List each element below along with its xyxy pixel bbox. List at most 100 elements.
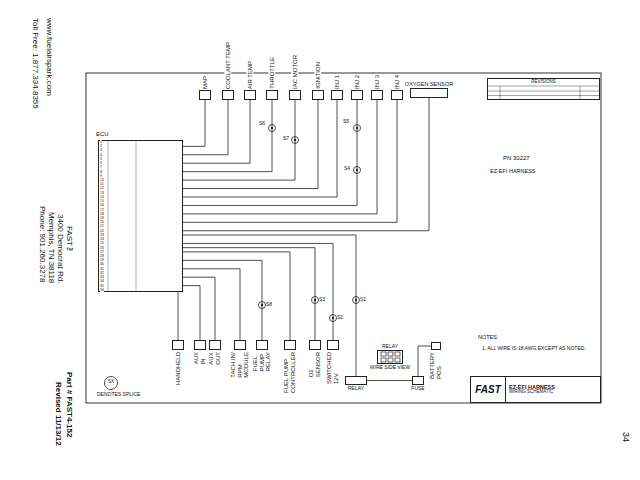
connector-box: HANDHELD [172,340,184,350]
title-block: FASTEZ-EFI HARNESSWIRING SCHEMATIC [470,376,601,403]
connector-label: COOLANT TEMP [225,42,232,89]
splice-label: S1 [360,297,366,303]
fuse-holder: FUSE [412,376,424,385]
connector-label: INJ 2 [354,75,361,89]
wire [183,269,240,340]
page-footer-text: Revised 11/13/12 [53,382,62,446]
connector-box: COOLANT TEMP [222,90,234,100]
connector-box: AUX IN [194,340,206,350]
page-footer-text: 3400 Democrat Rd. [55,214,64,283]
connector-label: INJ 3 [374,75,381,89]
page-footer-text: Memphis, TN 38118 [46,212,55,283]
connector-box: INJ 2 [351,90,363,100]
connector-label: MAP [202,76,209,89]
note-text: 1. ALL WIRE IS 18 AWG EXCEPT AS NOTED. [482,346,586,352]
wire [183,100,337,197]
connector-label: AIR TEMP [247,61,254,89]
part-number: EZ-EFI HARNESS [490,168,536,174]
splice-label: S8 [266,302,272,308]
page-footer-text: Toll Free: 1.877.334.8355 [30,18,39,109]
connector-box: THROTTLE [266,90,278,100]
connector-label: IGNITION [315,62,322,89]
connector-label: WIRE SIDE VIEW [370,365,410,371]
wire [183,100,250,163]
wire [183,277,215,340]
splice-label: S7 [283,136,289,142]
connector-label: O2 SENSOR [308,352,321,377]
connector-label: FUSE [411,386,424,392]
legend-text: SX [108,380,114,385]
connector-box: AUX OUT [209,340,221,350]
connector-box: INJ 3 [371,90,383,100]
wire [183,100,295,180]
relay-pin-squares [381,352,400,362]
legend-text: DENOTES SPLICE [97,392,140,398]
connector-box: SWITCHED 12V [327,340,339,350]
ecu-box: ECU [98,140,183,292]
connector-box: MAP [199,90,211,100]
wire [178,292,179,340]
wire [183,100,377,214]
ecu-column-line [108,140,109,292]
page-footer-text: FAST™ [64,226,73,255]
connector-label: RELAY [382,344,398,350]
connector-box: BATTERY POS [431,342,441,350]
connector-label: HANDHELD [175,352,182,385]
pin-number: 36 [100,288,104,292]
unit-label: ECU [96,131,109,138]
part-number: PN 30227 [503,155,530,162]
splice-label: S3 [319,297,325,303]
connector-box: TACH IN/ RPM MODULE [234,340,246,350]
connector-box: INJ 1 [331,90,343,100]
wire [183,100,228,155]
wire [183,248,315,340]
page-footer-text: www.fuelairspark.com [44,18,53,96]
splice-label: S5 [343,119,349,125]
title-text: WIRING SCHEMATIC [509,390,597,395]
connector-box: IAC MOTOR [289,90,301,100]
connector-label: IAC MOTOR [292,55,299,89]
connector-label: OXYGEN SENSOR [405,81,453,87]
connector-label: AUX IN [193,352,206,364]
connector-label: BATTERY POS [429,352,442,379]
connector-box: O2 SENSOR [309,340,321,350]
wire [183,100,272,172]
connector-box: FUEL PUMP RELAY [256,340,268,350]
table-heading: REVISIONS [488,80,599,85]
connector-box: INJ 4 [391,90,403,100]
wire [183,260,262,340]
splice-label: S6 [259,121,265,127]
page-footer-text: Phone: 901.260.3278 [37,206,46,283]
splice-label: S2 [337,315,343,321]
connector-box: AIR TEMP [244,90,256,100]
connector-label: AUX OUT [208,352,221,365]
connector-label: INJ 1 [334,75,341,89]
drawing-frame [86,73,601,403]
wire [367,380,412,381]
splice-symbols [105,125,361,390]
ecu-column-line [136,140,137,292]
connector-label: INJ 4 [394,75,401,89]
relay-connector: RELAY [345,376,367,385]
wire [183,243,333,340]
connector-box: IGNITION [312,90,324,100]
connector-label: RELAY [348,386,364,392]
splice-dots [261,127,358,319]
wire [183,100,357,205]
wire [183,252,290,340]
page-footer-text: Part # FAST4-152 [64,372,73,437]
company-logo: FAST [475,384,501,395]
connector-label: THROTTLE [269,57,276,89]
splice-label: S4 [344,166,350,172]
wire [183,100,318,189]
wire [183,100,205,146]
revision-table-lines [487,86,600,100]
connector-box: OXYGEN SENSOR [410,88,448,98]
logo-cell: FAST [471,377,506,402]
wire [183,100,397,222]
connector-label: FUEL PUMP RELAY [252,352,272,371]
revision-block: REVISIONS [487,78,600,100]
note-text: NOTES: [478,334,498,340]
